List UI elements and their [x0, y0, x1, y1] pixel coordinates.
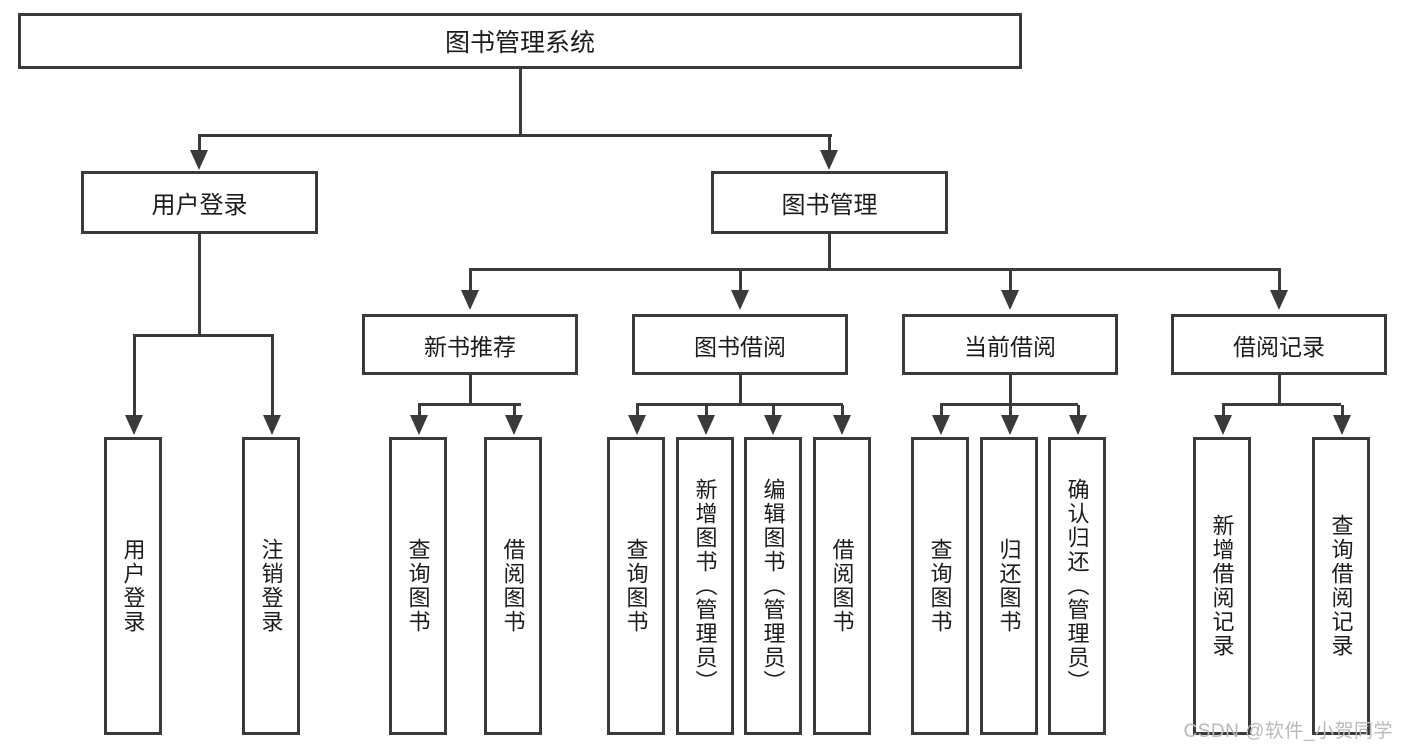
arrowhead-book-borrow [731, 290, 749, 310]
node-label: 图书管理系统 [444, 29, 595, 57]
arrowhead-new-book [461, 290, 479, 310]
arrowhead-current-borrow-leaf-0 [932, 415, 950, 435]
leaf-current-confirm-return-admin[interactable]: 确认归还（管理员） [1048, 437, 1106, 735]
arrowhead-borrow-records [1270, 290, 1288, 310]
leaf-label: 借阅图书 [829, 538, 855, 634]
node-label: 借阅记录 [1233, 333, 1325, 360]
connector-to-borrow-records [1278, 270, 1281, 298]
connector-book-borrow-leaf-1 [705, 405, 708, 422]
leaf-label: 编辑图书（管理员） [760, 478, 786, 694]
connector-new-book-leaf-0 [418, 405, 421, 422]
connector-borrow-records-stem [1278, 375, 1281, 405]
leaf-label: 新增图书（管理员） [692, 478, 718, 694]
arrowhead-book-management [820, 150, 838, 170]
connector-to-current-borrow [1009, 270, 1012, 298]
connector-level1-bus [198, 134, 832, 137]
connector-current-borrow-leaf-2 [1077, 405, 1080, 422]
node-root-system[interactable]: 图书管理系统 [18, 13, 1022, 69]
connector-user-login-leaf-0 [133, 336, 136, 422]
arrowhead-book-borrow-leaf-0 [628, 415, 646, 435]
connector-book-borrow-leaf-2 [772, 405, 775, 422]
arrowhead-current-borrow-leaf-1 [1001, 415, 1019, 435]
connector-book-borrow-leaf-3 [841, 405, 844, 422]
leaf-new-book-borrow[interactable]: 借阅图书 [484, 437, 542, 735]
connector-level2-bus [469, 268, 1281, 271]
leaf-borrow-query-book[interactable]: 查询图书 [607, 437, 665, 735]
connector-new-book-stem [469, 375, 472, 405]
connector-to-book-management [828, 136, 831, 158]
connector-to-book-borrow [739, 270, 742, 298]
arrowhead-book-borrow-leaf-3 [833, 415, 851, 435]
connector-borrow-records-leaf-0 [1222, 405, 1225, 422]
connector-to-user-login [198, 136, 201, 158]
arrowhead-new-book-leaf-0 [410, 415, 428, 435]
connector-root-stem [519, 69, 522, 136]
leaf-label: 查询图书 [927, 538, 953, 634]
leaf-label: 确认归还（管理员） [1064, 478, 1090, 694]
connector-book-management-stem [828, 234, 831, 270]
arrowhead-new-book-leaf-1 [505, 415, 523, 435]
node-user-login[interactable]: 用户登录 [81, 171, 318, 234]
connector-book-borrow-leaf-0 [636, 405, 639, 422]
connector-current-borrow-leaf-0 [940, 405, 943, 422]
arrowhead-user-login [190, 150, 208, 170]
connector-user-login-stem [198, 234, 201, 336]
node-book-borrow[interactable]: 图书借阅 [632, 314, 848, 375]
node-label: 用户登录 [151, 192, 248, 219]
leaf-current-return-book[interactable]: 归还图书 [980, 437, 1038, 735]
connector-borrow-records-leaf-1 [1341, 405, 1344, 422]
node-borrow-records[interactable]: 借阅记录 [1171, 314, 1387, 375]
leaf-label: 用户登录 [120, 538, 146, 634]
node-label: 新书推荐 [424, 333, 516, 360]
leaf-label: 注销登录 [258, 538, 284, 634]
leaf-borrow-borrow-book[interactable]: 借阅图书 [813, 437, 871, 735]
connector-current-borrow-bus [940, 403, 1078, 406]
leaf-user-login-login[interactable]: 用户登录 [104, 437, 162, 735]
connector-current-borrow-stem [1009, 375, 1012, 405]
leaf-label: 借阅图书 [500, 538, 526, 634]
arrowhead-book-borrow-leaf-2 [764, 415, 782, 435]
connector-book-borrow-stem [739, 375, 742, 405]
node-label: 当前借阅 [964, 333, 1056, 360]
csdn-watermark: CSDN @软件_小贺同学 [1183, 721, 1393, 742]
connector-to-new-book [469, 270, 472, 298]
leaf-current-query-book[interactable]: 查询图书 [911, 437, 969, 735]
arrowhead-current-borrow [1001, 290, 1019, 310]
node-book-management[interactable]: 图书管理 [711, 171, 948, 234]
arrowhead-book-borrow-leaf-1 [697, 415, 715, 435]
arrowhead-user-login-leaf-0 [125, 415, 143, 435]
leaf-borrow-edit-book-admin[interactable]: 编辑图书（管理员） [744, 437, 802, 735]
node-current-borrow[interactable]: 当前借阅 [902, 314, 1118, 375]
connector-new-book-bus [418, 403, 521, 406]
connector-new-book-leaf-1 [513, 405, 516, 422]
arrowhead-user-login-leaf-1 [263, 415, 281, 435]
connector-book-borrow-bus [636, 403, 843, 406]
leaf-records-add-record[interactable]: 新增借阅记录 [1193, 437, 1251, 735]
connector-current-borrow-leaf-1 [1009, 405, 1012, 422]
leaf-borrow-add-book-admin[interactable]: 新增图书（管理员） [676, 437, 734, 735]
leaf-label: 查询图书 [405, 538, 431, 634]
node-label: 图书管理 [781, 192, 878, 219]
leaf-label: 新增借阅记录 [1209, 514, 1235, 658]
leaf-new-book-query[interactable]: 查询图书 [389, 437, 447, 735]
node-label: 图书借阅 [694, 333, 786, 360]
connector-user-login-bus [133, 334, 274, 337]
leaf-user-login-logout[interactable]: 注销登录 [242, 437, 300, 735]
node-new-book-recommend[interactable]: 新书推荐 [362, 314, 578, 375]
leaf-label: 归还图书 [996, 538, 1022, 634]
connector-user-login-leaf-1 [271, 336, 274, 422]
leaf-label: 查询图书 [623, 538, 649, 634]
leaf-records-query-record[interactable]: 查询借阅记录 [1312, 437, 1370, 735]
leaf-label: 查询借阅记录 [1328, 514, 1354, 658]
connector-borrow-records-bus [1222, 403, 1341, 406]
arrowhead-borrow-records-leaf-0 [1214, 415, 1232, 435]
arrowhead-borrow-records-leaf-1 [1333, 415, 1351, 435]
arrowhead-current-borrow-leaf-2 [1069, 415, 1087, 435]
